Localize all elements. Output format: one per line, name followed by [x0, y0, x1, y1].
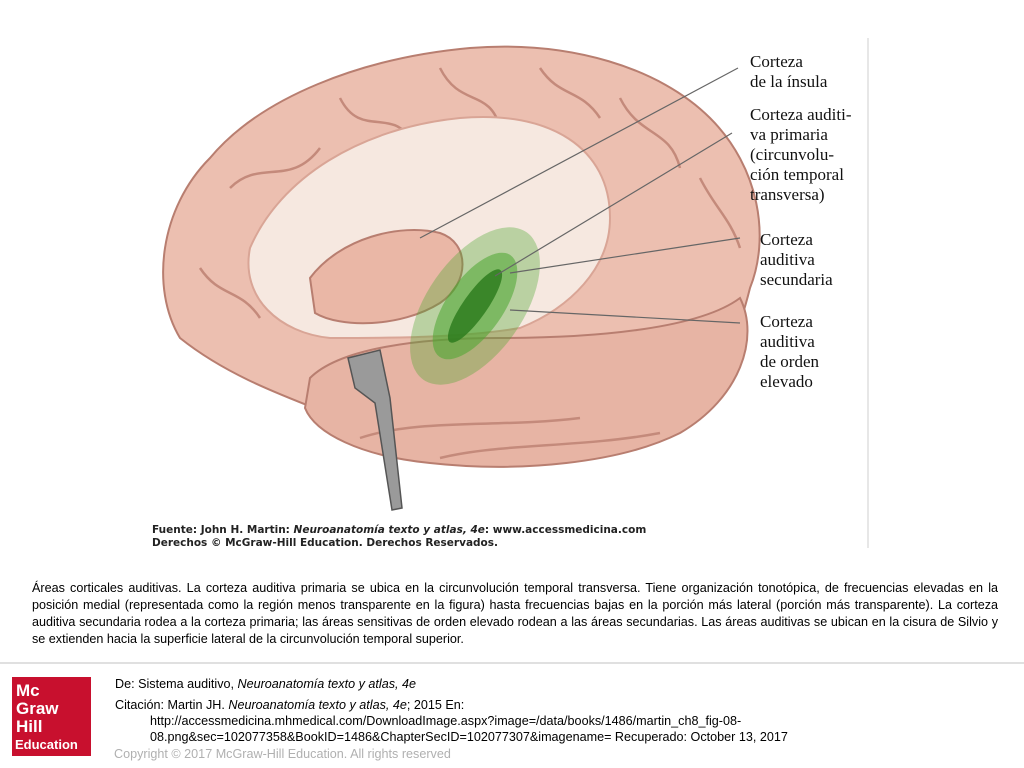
- label-primary-auditory: Corteza auditi- va primaria (circunvolu-…: [750, 105, 852, 204]
- primary-auditory-area: [447, 269, 503, 343]
- source-url-line2[interactable]: 08.png&sec=102077358&BookID=1486&Chapter…: [150, 730, 788, 744]
- source-url-line1[interactable]: http://accessmedicina.mhmedical.com/Down…: [150, 714, 742, 728]
- credit-source: Fuente: John H. Martin: Neuroanatomía te…: [152, 524, 647, 536]
- label-higher-order-auditory: Corteza auditiva de orden elevado: [760, 312, 820, 391]
- source-info: De: Sistema auditivo, Neuroanatomía text…: [115, 676, 788, 745]
- leader-lines: [419, 67, 741, 324]
- copyright-notice: Copyright © 2017 McGraw-Hill Education. …: [114, 747, 451, 761]
- retractor-probe: [347, 349, 403, 511]
- insula: [308, 229, 464, 325]
- credit-rights: Derechos © McGraw-Hill Education. Derech…: [152, 537, 498, 549]
- brain-figure: Corteza de la ínsula Corteza auditi- va …: [140, 38, 870, 552]
- figure-caption: Áreas corticales auditivas. La corteza a…: [32, 581, 998, 646]
- label-insula: Corteza de la ínsula: [750, 52, 828, 91]
- brain-illustration: [162, 38, 869, 548]
- figure-credits: Fuente: John H. Martin: Neuroanatomía te…: [152, 524, 646, 550]
- source-from: De: Sistema auditivo, Neuroanatomía text…: [115, 677, 417, 691]
- mcgraw-hill-logo: Mc Graw Hill Education: [12, 677, 91, 756]
- label-secondary-auditory: Corteza auditiva secundaria: [760, 230, 833, 289]
- divider: [0, 662, 1024, 664]
- source-citation: Citación: Martin JH. Neuroanatomía texto…: [115, 698, 465, 712]
